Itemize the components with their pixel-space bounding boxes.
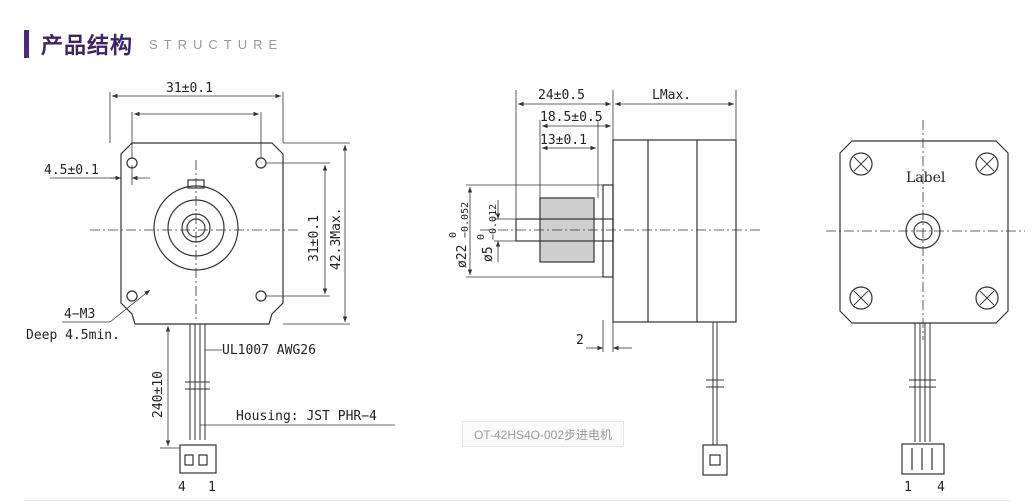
rear-screw-br bbox=[975, 286, 999, 310]
lead-length: 240±10 bbox=[151, 371, 166, 418]
rear-bearing-inner bbox=[913, 221, 933, 241]
cable-spec: UL1007 AWG26 bbox=[222, 343, 316, 358]
dim-side-inner: 31±0.1 bbox=[307, 215, 322, 262]
section-header: 产品结构 STRUCTURE bbox=[24, 28, 283, 60]
rear-screw-tl bbox=[849, 152, 873, 176]
dim-boss-height: 2 bbox=[576, 333, 584, 348]
dim-boss-tol-upper: 0 bbox=[448, 232, 459, 238]
housing-spec: Housing: JST PHR−4 bbox=[236, 409, 377, 424]
shaft-outer bbox=[181, 213, 211, 243]
dim-shaft-dia: ø5 bbox=[481, 246, 496, 262]
boss-side bbox=[602, 184, 614, 278]
rear-view bbox=[826, 120, 1025, 475]
hole-note-depth: Deep 4.5min. bbox=[26, 328, 120, 343]
rear-label: Label bbox=[906, 170, 946, 186]
rear-screw-bl bbox=[849, 286, 873, 310]
dim-shaft: 18.5±0.5 bbox=[540, 110, 603, 125]
dim-length: LMax. bbox=[652, 88, 691, 103]
side-view bbox=[466, 90, 760, 476]
motor-flange-outline bbox=[120, 142, 284, 325]
hole-note-thread: 4−M3 bbox=[64, 307, 95, 322]
side-cable bbox=[706, 322, 724, 445]
mount-hole-tr bbox=[255, 157, 267, 169]
pin-left-label: 4 bbox=[178, 480, 186, 495]
rear-screw-tr bbox=[975, 152, 999, 176]
pin-right-label: 1 bbox=[208, 480, 216, 495]
boss-circle bbox=[153, 185, 239, 271]
dim-shaft-tol-lower: −0.012 bbox=[488, 204, 499, 240]
image-caption: OT-42HS4O-002步进电机 bbox=[462, 421, 624, 447]
rear-pin-left: 1 bbox=[904, 480, 912, 495]
dim-flat: 13±0.1 bbox=[540, 133, 587, 148]
front-view bbox=[50, 92, 395, 474]
shaft-key-mark bbox=[187, 179, 205, 189]
front-cable bbox=[185, 324, 210, 440]
dim-hole-offset: 4.5±0.1 bbox=[44, 163, 99, 178]
side-connector bbox=[702, 444, 728, 476]
boss-inner-circle bbox=[167, 199, 225, 257]
rear-bearing-outer bbox=[905, 213, 941, 249]
shaft-inner bbox=[186, 218, 206, 238]
dim-body: 24±0.5 bbox=[538, 88, 585, 103]
front-connector bbox=[179, 444, 217, 474]
dim-shaft-tol-upper: 0 bbox=[476, 234, 487, 240]
accent-bar bbox=[24, 30, 29, 58]
dim-top: 31±0.1 bbox=[166, 81, 213, 96]
dim-boss-dia: ø22 bbox=[455, 245, 470, 268]
dim-side-outer: 42.3Max. bbox=[329, 207, 344, 270]
mount-hole-bl bbox=[126, 290, 138, 302]
rear-connector bbox=[901, 443, 945, 475]
motor-body-side bbox=[612, 139, 737, 323]
section-title: 产品结构 bbox=[41, 34, 134, 59]
mount-hole-br bbox=[255, 290, 267, 302]
rear-body-outline bbox=[839, 140, 1009, 324]
rear-cable bbox=[909, 323, 936, 442]
dim-boss-tol-lower: −0.052 bbox=[460, 202, 471, 238]
rear-pin-right: 4 bbox=[937, 480, 945, 495]
bottom-divider bbox=[24, 500, 1011, 501]
section-subtitle: STRUCTURE bbox=[149, 36, 284, 52]
